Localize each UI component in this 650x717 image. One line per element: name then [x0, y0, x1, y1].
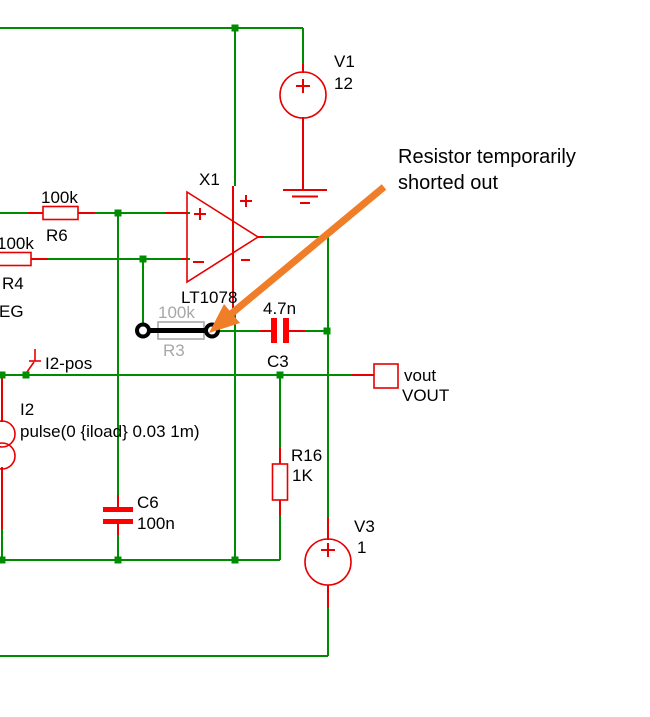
annotation-arrow-icon — [209, 184, 387, 333]
voltage-source-v1[interactable] — [279, 71, 327, 119]
r3-ref-label: R3 — [163, 341, 185, 360]
v3-value-label: 1 — [357, 538, 366, 557]
short-wire[interactable] — [135, 322, 220, 339]
v1-value-label: 12 — [334, 74, 353, 93]
junctions — [0, 24, 331, 564]
v3-plus-icon — [321, 543, 335, 557]
resistor-r4[interactable] — [0, 251, 32, 267]
annotation-text-line1: Resistor temporarily — [398, 146, 576, 168]
c3-ref-label: C3 — [267, 352, 289, 371]
capacitor-c6[interactable] — [103, 507, 133, 524]
v1-ref-label: V1 — [334, 52, 355, 71]
c6-value-label: 100n — [137, 514, 175, 533]
resistor-r6[interactable] — [42, 205, 79, 221]
short-terminal-left-icon — [135, 322, 151, 339]
current-source-i2[interactable] — [0, 420, 16, 470]
i2-pos-marker-icon[interactable] — [26, 349, 41, 373]
vout-port[interactable] — [352, 363, 399, 389]
junction — [231, 24, 239, 32]
c6-ref-label: C6 — [137, 493, 159, 512]
neg-net-label: EG — [0, 302, 24, 321]
junction — [0, 371, 6, 379]
opamp-model-label: LT1078 — [181, 288, 237, 307]
resistor-r16[interactable] — [271, 463, 289, 501]
ground-icon[interactable] — [283, 189, 327, 204]
labels: V1 12 X1 LT1078 100k R6 100k R4 EG I2-po… — [0, 52, 576, 557]
r16-value-label: 1K — [292, 466, 313, 485]
r6-ref-label: R6 — [46, 226, 68, 245]
r3-value-label: 100k — [158, 303, 195, 322]
opamp-ref-label: X1 — [199, 170, 220, 189]
junction — [323, 327, 331, 335]
i2-value-label: pulse(0 {iload} 0.03 1m) — [20, 422, 200, 441]
r16-ref-label: R16 — [291, 446, 322, 465]
junction — [276, 371, 284, 379]
r4-value-label: 100k — [0, 234, 34, 253]
opamp-x1[interactable] — [186, 190, 260, 284]
r6-value-label: 100k — [41, 188, 78, 207]
opamp-input-plus-icon — [194, 208, 206, 220]
junction — [139, 255, 147, 263]
vout-port-label: vout — [404, 366, 436, 385]
junction — [0, 556, 6, 564]
v1-plus-icon — [296, 79, 310, 93]
annotation-text-line2: shorted out — [398, 172, 499, 194]
vout-net-label: VOUT — [402, 386, 449, 405]
voltage-source-v3[interactable] — [304, 538, 352, 586]
junction — [231, 556, 239, 564]
junction — [114, 209, 122, 217]
junction — [114, 556, 122, 564]
r4-ref-label: R4 — [2, 274, 24, 293]
pin-stubs — [1, 64, 329, 608]
v3-ref-label: V3 — [354, 517, 375, 536]
i2-ref-label: I2 — [20, 400, 34, 419]
c3-value-label: 4.7n — [263, 299, 296, 318]
opamp-vplus-icon — [240, 195, 252, 207]
capacitor-c3[interactable] — [271, 318, 289, 343]
i2-pos-label: I2-pos — [45, 354, 92, 373]
junction — [22, 371, 30, 379]
